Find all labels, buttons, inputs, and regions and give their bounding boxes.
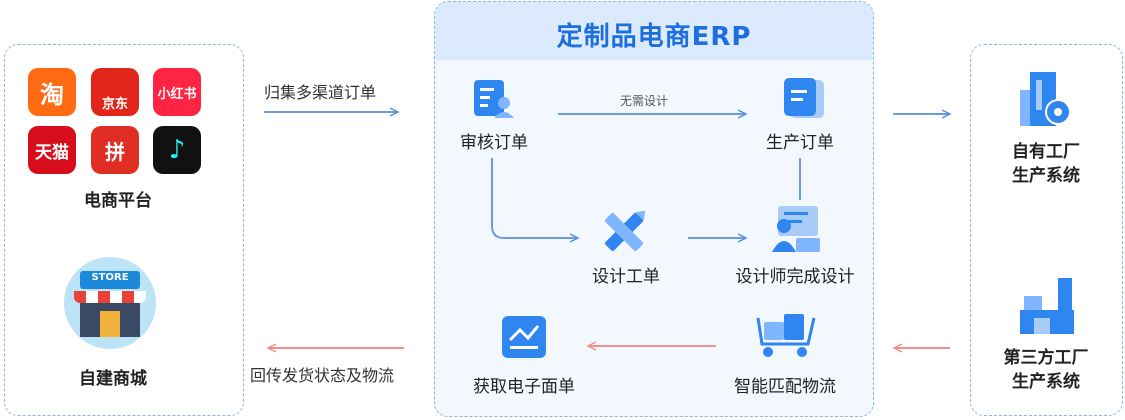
designer-icon bbox=[772, 206, 820, 252]
taobao-app-icon: 淘 bbox=[28, 68, 76, 116]
return-shipping-label: 回传发货状态及物流 bbox=[250, 366, 395, 385]
collect-orders-label: 归集多渠道订单 bbox=[264, 83, 377, 102]
logistics-cart-icon bbox=[756, 314, 816, 357]
no-design-label: 无需设计 bbox=[620, 94, 669, 108]
third-factory-label: 第三方工厂 生产系统 bbox=[1003, 348, 1089, 392]
own-factory-label: 自有工厂 生产系统 bbox=[1012, 142, 1080, 186]
self-built-mall-label: 自建商城 bbox=[79, 369, 147, 389]
get-waybill-label: 获取电子面单 bbox=[473, 377, 575, 397]
xiaohongshu-app-icon: 小红书 bbox=[153, 68, 201, 116]
jd-app-icon: 京东 bbox=[91, 68, 139, 116]
own-factory-icon bbox=[1020, 72, 1071, 126]
design-ruler-icon bbox=[605, 213, 643, 251]
review-order-label: 审核订单 bbox=[460, 133, 528, 153]
ecommerce-platforms-label: 电商平台 bbox=[84, 191, 152, 211]
review-to-design-arrow bbox=[491, 158, 578, 238]
smart-logistics-label: 智能匹配物流 bbox=[734, 377, 836, 397]
tmall-app-icon: 天猫 bbox=[28, 126, 76, 174]
waybill-icon bbox=[502, 316, 546, 358]
produce-order-icon bbox=[784, 78, 824, 118]
designer-done-label: 设计师完成设计 bbox=[735, 267, 855, 287]
produce-order-label: 生产订单 bbox=[766, 133, 834, 153]
design-ticket-label: 设计工单 bbox=[592, 267, 660, 287]
erp-title: 定制品电商ERP bbox=[556, 22, 752, 52]
third-factory-icon bbox=[1020, 278, 1074, 334]
store-icon: STORE bbox=[64, 257, 156, 349]
douyin-app-icon: ♪ bbox=[153, 126, 201, 174]
center-header bbox=[435, 2, 873, 60]
pinduoduo-app-icon: 拼 bbox=[91, 126, 139, 174]
review-order-icon bbox=[474, 80, 514, 118]
store-sign: STORE bbox=[91, 272, 129, 283]
